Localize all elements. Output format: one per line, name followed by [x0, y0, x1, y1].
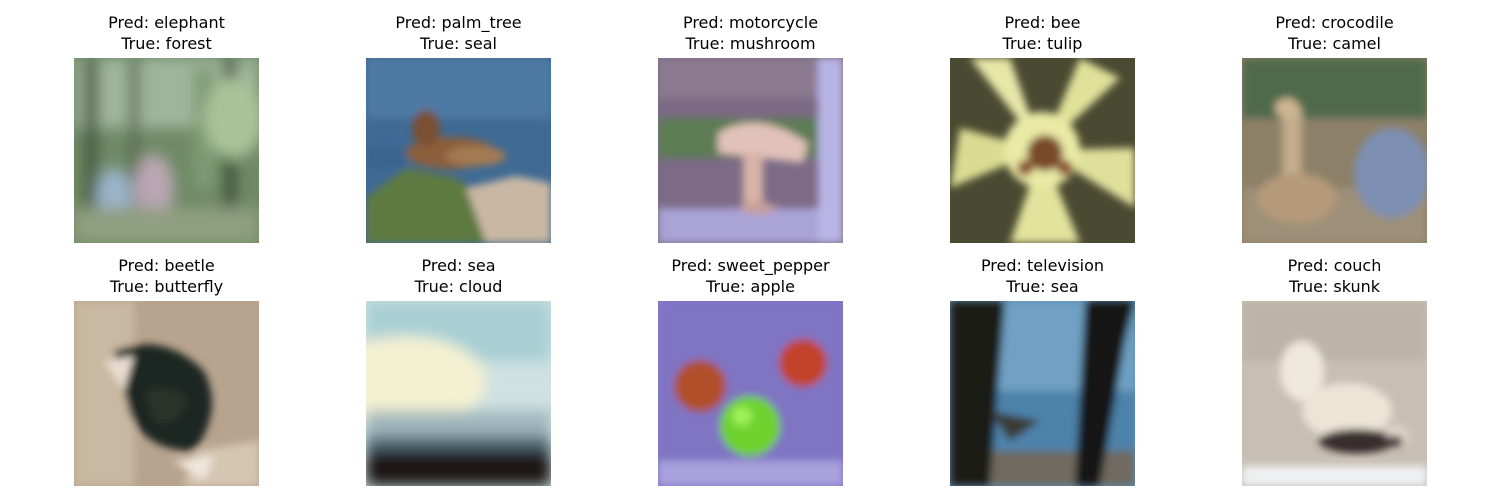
panel-3-caption: Pred: motorcycle True: mushroom — [598, 12, 903, 54]
skunk-image — [1242, 301, 1427, 486]
panel-8-caption: Pred: sweet_pepper True: apple — [598, 255, 903, 297]
true-label: True: tulip — [1002, 34, 1083, 53]
pred-label: Pred: crocodile — [1275, 13, 1394, 32]
true-label: True: seal — [420, 34, 497, 53]
pred-label: Pred: sea — [421, 256, 496, 275]
true-label: True: camel — [1288, 34, 1381, 53]
panel-9-caption: Pred: television True: sea — [890, 255, 1195, 297]
pred-label: Pred: television — [980, 256, 1105, 275]
seal-image — [366, 58, 551, 243]
panel-6-caption: Pred: beetle True: butterfly — [14, 255, 319, 297]
pred-label: Pred: beetle — [118, 256, 215, 275]
true-label: True: cloud — [414, 277, 503, 296]
panel-10-caption: Pred: couch True: skunk — [1182, 255, 1487, 297]
panel-2-caption: Pred: palm_tree True: seal — [306, 12, 611, 54]
tulip-image — [950, 58, 1135, 243]
pred-label: Pred: couch — [1287, 256, 1382, 275]
pred-label: Pred: sweet_pepper — [671, 256, 830, 275]
panel-1-caption: Pred: elephant True: forest — [14, 12, 319, 54]
true-label: True: apple — [706, 277, 795, 296]
panel-5-caption: Pred: crocodile True: camel — [1182, 12, 1487, 54]
apple-image — [658, 301, 843, 486]
pred-label: Pred: bee — [1004, 13, 1081, 32]
panel-4-caption: Pred: bee True: tulip — [890, 12, 1195, 54]
cloud-image — [366, 301, 551, 486]
pred-label: Pred: palm_tree — [395, 13, 522, 32]
panel-7-caption: Pred: sea True: cloud — [306, 255, 611, 297]
camel-image — [1242, 58, 1427, 243]
pred-label: Pred: motorcycle — [682, 13, 819, 32]
butterfly-image — [74, 301, 259, 486]
true-label: True: butterfly — [109, 277, 224, 296]
pred-label: Pred: elephant — [108, 13, 225, 32]
sea-image — [950, 301, 1135, 486]
mushroom-image — [658, 58, 843, 243]
true-label: True: mushroom — [685, 34, 816, 53]
true-label: True: sea — [1006, 277, 1079, 296]
forest-image — [74, 58, 259, 243]
true-label: True: skunk — [1288, 277, 1381, 296]
true-label: True: forest — [121, 34, 212, 53]
